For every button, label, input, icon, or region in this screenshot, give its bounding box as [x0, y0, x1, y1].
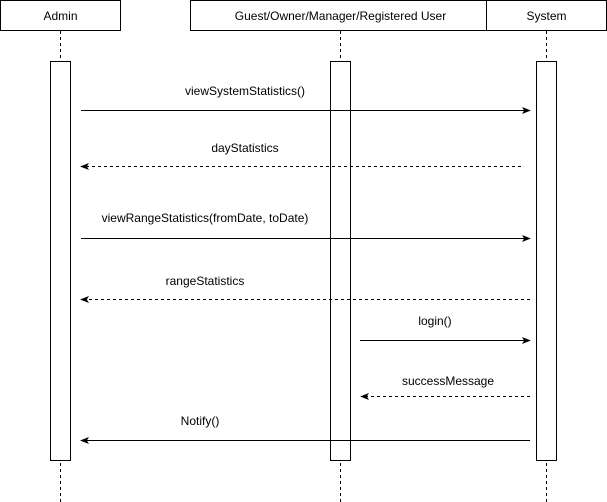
activation-user [330, 61, 351, 461]
participant-user: Guest/Owner/Manager/Registered User [190, 0, 491, 502]
message-label: Notify() [181, 414, 220, 428]
message-view-system-statistics: viewSystemStatistics() [81, 84, 531, 115]
message-label: login() [418, 314, 451, 328]
message-range-statistics: rangeStatistics [80, 274, 530, 304]
message-login: login() [360, 314, 531, 345]
participant-admin: Admin [0, 0, 121, 502]
message-day-statistics: dayStatistics [80, 141, 521, 171]
message-view-range-statistics: viewRangeStatistics(fromDate, toDate) [81, 211, 531, 243]
participant-system: System [486, 0, 607, 502]
message-success-message: successMessage [360, 374, 530, 401]
activation-system [536, 61, 557, 461]
activation-admin [50, 61, 71, 461]
participant-label-user: Guest/Owner/Manager/Registered User [235, 9, 446, 23]
message-label: rangeStatistics [166, 274, 245, 288]
participant-box-user [190, 0, 491, 31]
message-notify: Notify() [80, 414, 530, 445]
participant-box-system [486, 0, 607, 31]
message-label: viewSystemStatistics() [185, 84, 305, 98]
message-label: successMessage [402, 374, 494, 388]
participant-label-system: System [526, 9, 566, 23]
message-label: viewRangeStatistics(fromDate, toDate) [102, 211, 309, 225]
message-label: dayStatistics [211, 141, 278, 155]
participant-label-admin: Admin [43, 9, 77, 23]
participant-box-admin [0, 0, 121, 31]
